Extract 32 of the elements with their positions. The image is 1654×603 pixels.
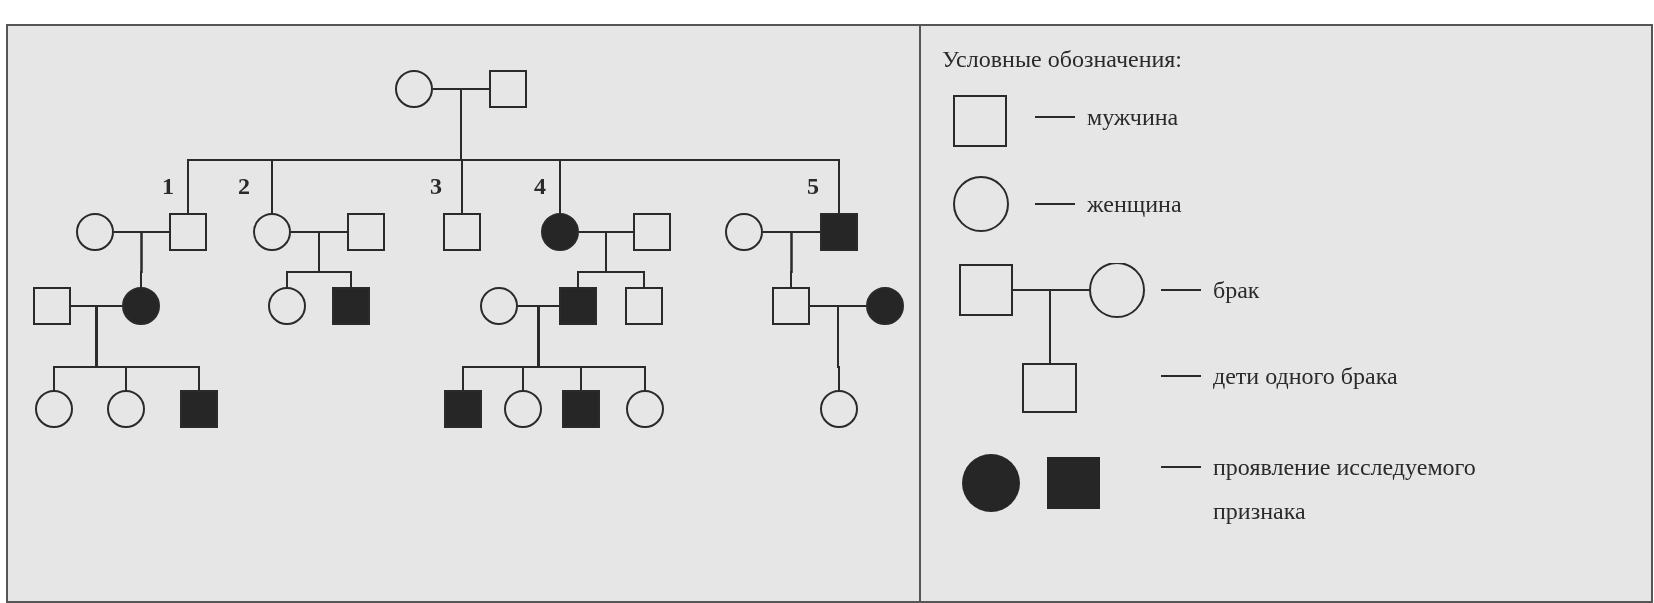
legend-heading: Условные обозначения: (942, 46, 1183, 73)
sibling-number: 1 (162, 174, 174, 198)
sibling-number: 5 (807, 174, 819, 198)
descent-line (605, 231, 645, 288)
affected-male-symbol (820, 213, 858, 251)
legend-text: дети одного брака (1213, 362, 1399, 391)
descent-line (140, 231, 170, 288)
sibling-number: 4 (534, 174, 546, 198)
male-symbol (443, 213, 481, 251)
legend-text: женщина (1087, 190, 1183, 219)
descent-line (790, 231, 821, 288)
legend-text: проявление исследуемого признака (1213, 453, 1477, 526)
male-symbol (347, 213, 385, 251)
affected-male-symbol (444, 390, 482, 428)
legend-text: брак (1213, 276, 1261, 305)
affected-male-symbol (559, 287, 597, 325)
male-symbol (625, 287, 663, 325)
male-symbol (772, 287, 810, 325)
male-symbol (33, 287, 71, 325)
descent-line (537, 305, 646, 391)
descent-line (318, 231, 352, 288)
descent-line (837, 305, 867, 391)
affected-male-symbol (332, 287, 370, 325)
affected-male-symbol (562, 390, 600, 428)
male-symbol (169, 213, 207, 251)
legend-text: мужчина (1087, 103, 1180, 132)
male-symbol (633, 213, 671, 251)
male-symbol (489, 70, 527, 108)
sibling-number: 2 (238, 174, 250, 198)
descent-line (95, 305, 200, 391)
affected-male-symbol (180, 390, 218, 428)
sibling-number: 3 (430, 174, 442, 198)
